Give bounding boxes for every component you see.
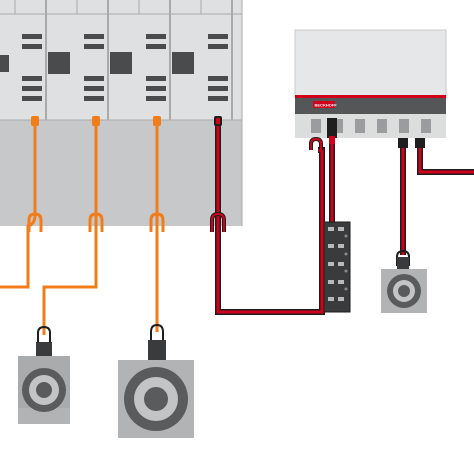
io-box-terminal <box>338 262 344 266</box>
servo-drive-icon <box>172 34 228 101</box>
io-box-led <box>344 252 348 256</box>
servo-motor-icon <box>381 249 427 313</box>
drive-cabinet <box>0 0 243 226</box>
io-box-terminal <box>328 297 334 301</box>
controller-port <box>311 119 321 133</box>
io-box-terminal <box>338 227 344 231</box>
orange-cable-2 <box>42 122 98 335</box>
motor-plug <box>148 340 166 360</box>
io-box-terminal <box>338 297 344 301</box>
io-box-terminal <box>328 262 334 266</box>
io-box-terminal <box>328 227 334 231</box>
plug-connector-icon <box>309 118 425 150</box>
io-box-terminal <box>338 280 344 284</box>
cabinet-connector-red <box>214 116 222 126</box>
servo-drive-icon <box>110 34 166 101</box>
controller-accent-line <box>295 95 446 98</box>
io-box-led <box>344 287 348 291</box>
io-box-terminal <box>328 244 334 248</box>
servo-motor-icon <box>118 323 194 438</box>
red-cable-controller-out <box>417 145 474 175</box>
controller-icon: BECKHOFF <box>294 29 447 138</box>
controller-brand: BECKHOFF <box>315 103 338 108</box>
servo-drive-icon <box>48 34 104 101</box>
io-box-terminal <box>328 280 334 284</box>
cabinet-lower-panel <box>0 120 242 226</box>
servo-drive-icon <box>0 34 42 101</box>
io-box-led <box>344 234 348 238</box>
controller-port <box>333 119 343 133</box>
motor-shaft <box>144 387 168 411</box>
controller-port <box>399 119 409 133</box>
motor-plug <box>397 257 409 269</box>
io-box-terminal <box>338 244 344 248</box>
io-box-led <box>344 269 348 273</box>
servo-motor-icon <box>18 325 70 424</box>
controller-port <box>421 119 431 133</box>
controller-logo-plate <box>313 101 335 108</box>
controller-port <box>355 119 365 133</box>
controller-port <box>377 119 387 133</box>
cabinet-connector-orange <box>31 116 161 126</box>
plug-connector-icon <box>27 211 226 232</box>
motor-plug <box>36 342 52 356</box>
motor-shaft <box>36 382 52 398</box>
controller-body <box>294 29 447 99</box>
io-box-icon <box>323 221 351 313</box>
motor-shaft <box>398 285 410 297</box>
